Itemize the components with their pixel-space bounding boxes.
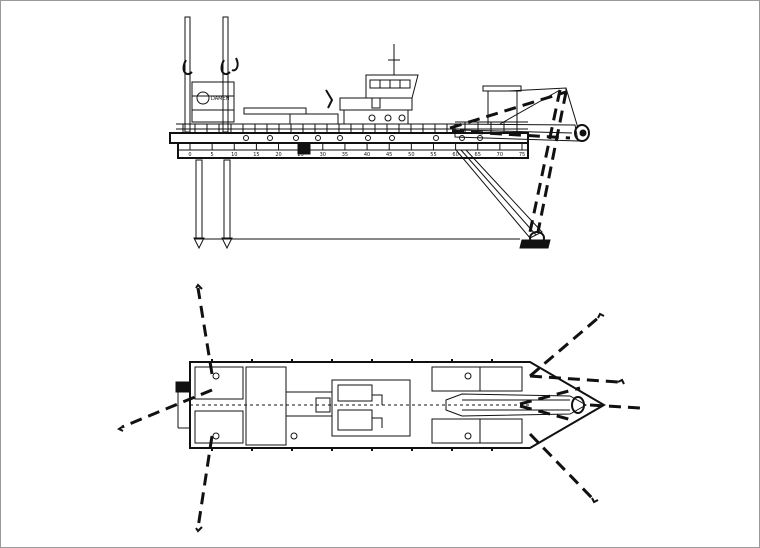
frame-number: 45 [386,152,392,158]
frame-number: 10 [231,152,237,158]
brand-logo [196,91,210,105]
frame-number: 15 [253,152,259,158]
anchor-wires [121,287,641,529]
plan-view [117,283,641,533]
frame-number: 40 [364,152,370,158]
frame-number: 65 [475,152,481,158]
frame-number: 30 [320,152,326,158]
frame-number: 50 [408,152,414,158]
deck-pipe [243,107,483,141]
anchors [117,283,625,533]
ladder-plan [445,393,588,417]
frame-number: 60 [452,152,458,158]
frame-number: 55 [430,152,436,158]
hull-side [169,132,529,159]
frame-number: 5 [211,152,214,158]
ladder-swing-envelope [449,89,571,233]
frame-number: 35 [342,152,348,158]
frame-number: 70 [497,152,503,158]
frame-number: 25 [297,152,303,158]
spud-poles-side [182,16,239,250]
cutter-ladder-lowered [454,149,551,249]
frame-number: 75 [519,152,525,158]
compartments [194,366,523,446]
frame-number: 0 [188,152,191,158]
frame-number: 20 [275,152,281,158]
frame-numbers: 0 5 10 15 20 25 30 35 40 45 50 55 60 65 70 75 [188,143,525,158]
brand-label: DAMEN [211,96,230,102]
wheelhouse [325,44,419,125]
side-elevation: DAMEN 0 5 10 15 20 25 30 35 40 45 50 55 60 65 70 75 [169,16,590,250]
hull-plan [175,361,606,449]
bollards [211,359,493,451]
